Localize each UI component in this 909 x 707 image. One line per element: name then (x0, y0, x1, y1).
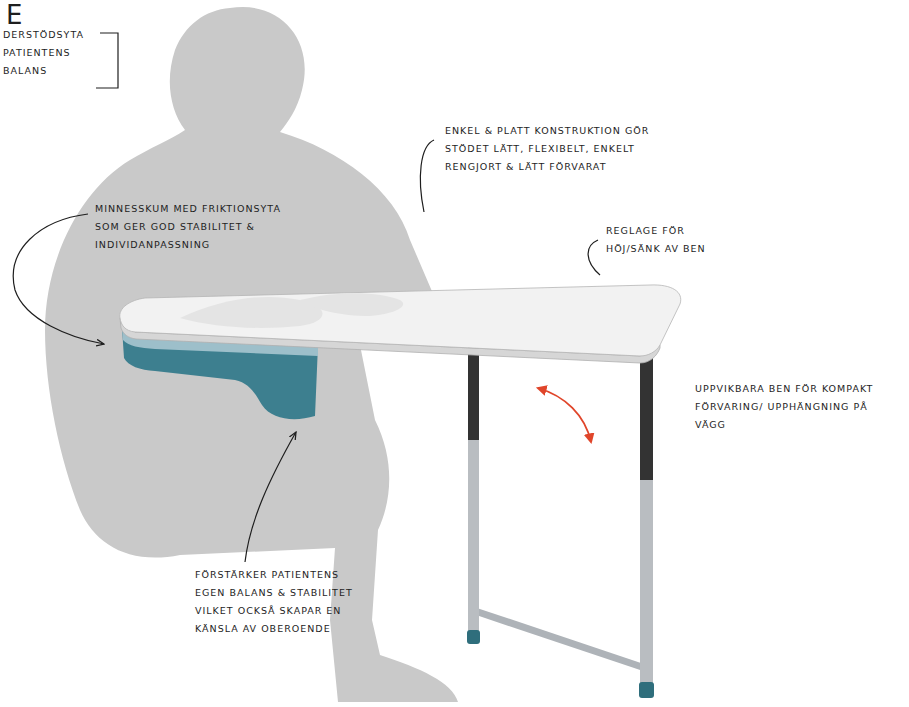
annotation-note: FÖRSTÄRKER PATIENTENS EGEN BALANS & STAB… (195, 566, 365, 638)
annotation-note: DERSTÖDSYTA PATIENTENS BALANS (3, 26, 93, 80)
leader-line (13, 214, 104, 344)
bracket (96, 33, 118, 88)
annotation-note: ENKEL & PLATT KONSTRUKTION GÖR STÖDET LÄ… (445, 122, 665, 176)
person-silhouette (45, 7, 458, 702)
table-legs (467, 340, 654, 698)
annotation-note: MINNESSKUM MED FRIKTIONSYTA SOM GER GOD … (95, 200, 285, 254)
annotation-note: REGLAGE FÖR HÖJ/SÄNK AV BEN (606, 222, 731, 258)
sheet-letter: E (6, 0, 22, 30)
arm-rest-hollow (180, 297, 323, 328)
leader-line (245, 432, 296, 562)
leader-line (420, 140, 434, 212)
arm-rest-hollow (300, 293, 403, 316)
annotation-note: UPPVIKBARA BEN FÖR KOMPAKT FÖRVARING/ UP… (695, 380, 895, 434)
fold-arrow (538, 388, 591, 442)
table-top (120, 285, 681, 356)
leader-line (588, 240, 600, 275)
